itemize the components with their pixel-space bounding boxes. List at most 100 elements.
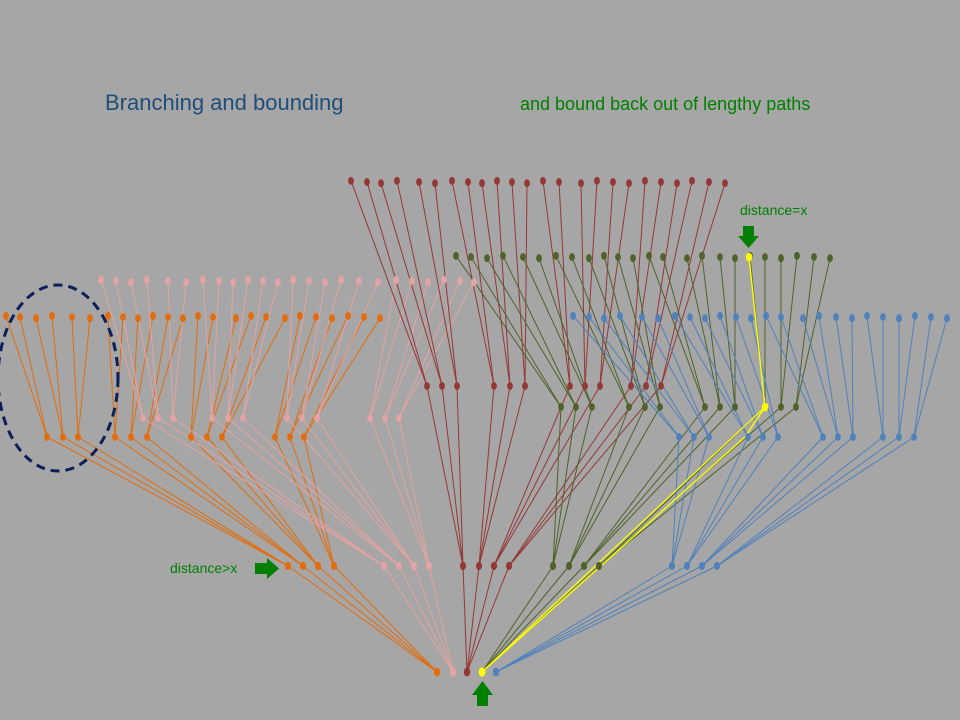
tree-node	[490, 561, 498, 571]
tree-edge	[660, 181, 710, 387]
tree-node	[17, 313, 23, 321]
tree-node	[763, 311, 769, 320]
tree-edge	[172, 417, 385, 567]
tree-node	[204, 433, 210, 441]
tree-edge	[555, 255, 630, 408]
tree-edge	[384, 417, 430, 567]
tree-edge	[795, 256, 815, 408]
tree-edge	[486, 257, 577, 408]
tree-node	[657, 403, 663, 411]
tree-node	[233, 314, 239, 323]
tree-edge	[434, 183, 458, 387]
tree-node	[713, 561, 721, 571]
tree-edge	[130, 282, 159, 419]
tree-node	[395, 561, 403, 571]
tree-node	[549, 561, 557, 571]
tree-node	[263, 313, 269, 321]
tree-edge	[481, 406, 766, 673]
tree-edge	[780, 316, 824, 438]
tree-node	[567, 382, 573, 390]
tree-node	[520, 253, 526, 261]
tree-node	[380, 561, 388, 571]
tree-edge	[780, 255, 798, 408]
tree-edge	[366, 181, 428, 387]
tree-node	[597, 382, 603, 390]
tree-node	[565, 561, 573, 571]
tree-edge	[495, 565, 703, 673]
tree-edge	[114, 436, 304, 567]
tree-edge	[495, 565, 673, 673]
tree-node	[794, 251, 800, 260]
tree-edge	[5, 315, 48, 438]
tree-node	[800, 314, 806, 323]
tree-node	[210, 313, 216, 321]
tree-edge	[674, 315, 749, 438]
tree-edge	[289, 436, 335, 567]
arrow-down-icon	[738, 226, 759, 248]
tree-node	[595, 561, 603, 571]
tree-node	[928, 313, 934, 321]
tree-edge	[301, 279, 342, 419]
tree-node	[491, 382, 497, 390]
tree-edge	[748, 256, 766, 408]
tree-edge	[701, 436, 839, 567]
tree-edge	[508, 385, 632, 567]
tree-node	[330, 561, 338, 571]
tree-node	[628, 382, 634, 390]
tree-edge	[735, 316, 779, 438]
tree-edge	[71, 316, 79, 438]
tree-node	[626, 403, 632, 411]
tree-edge	[462, 565, 468, 673]
tree-node	[248, 311, 254, 320]
tree-node	[209, 414, 215, 422]
tree-node	[49, 311, 55, 320]
tree-edge	[428, 565, 454, 673]
tree-node	[287, 433, 293, 441]
tree-edge	[835, 316, 854, 438]
tree-node	[500, 251, 506, 260]
tree-node	[722, 179, 728, 188]
tree-edge	[765, 315, 824, 438]
tree-edge	[466, 565, 510, 673]
tree-edge	[496, 180, 511, 387]
tree-edge	[146, 316, 169, 438]
tree-node	[745, 252, 753, 262]
tree-edge	[146, 318, 184, 438]
tree-node	[687, 313, 693, 321]
tree-node	[672, 311, 678, 320]
tree-node	[314, 561, 322, 571]
tree-node	[394, 176, 400, 185]
tree-node	[558, 403, 564, 411]
tree-node	[761, 402, 769, 412]
tree-edge	[317, 565, 438, 673]
tree-node	[582, 382, 588, 390]
tree-edge	[481, 565, 554, 673]
tree-node	[639, 313, 645, 321]
tree-node	[580, 561, 588, 571]
tree-node	[594, 176, 600, 185]
tree-edge	[568, 406, 646, 567]
tree-node	[684, 254, 690, 263]
tree-node	[33, 314, 39, 323]
tree-node	[556, 178, 562, 186]
tree-node	[793, 403, 799, 411]
tree-edge	[689, 316, 749, 438]
tree-node	[306, 277, 312, 285]
tree-edge	[671, 436, 695, 567]
tree-node	[849, 314, 855, 323]
arrow-up-icon	[472, 681, 493, 706]
tree-node	[896, 433, 902, 441]
tree-edge	[502, 255, 577, 408]
tree-node	[284, 561, 292, 571]
tree-edge	[190, 315, 199, 438]
tree-edge	[481, 565, 585, 673]
tree-edge	[686, 436, 764, 567]
tree-node	[748, 314, 754, 323]
tree-edge	[413, 565, 454, 673]
tree-node	[230, 278, 236, 287]
tree-edge	[274, 315, 301, 438]
tree-edge	[301, 282, 326, 419]
tree-edge	[51, 315, 64, 438]
tree-node	[683, 561, 691, 571]
tree-edge	[686, 436, 749, 567]
